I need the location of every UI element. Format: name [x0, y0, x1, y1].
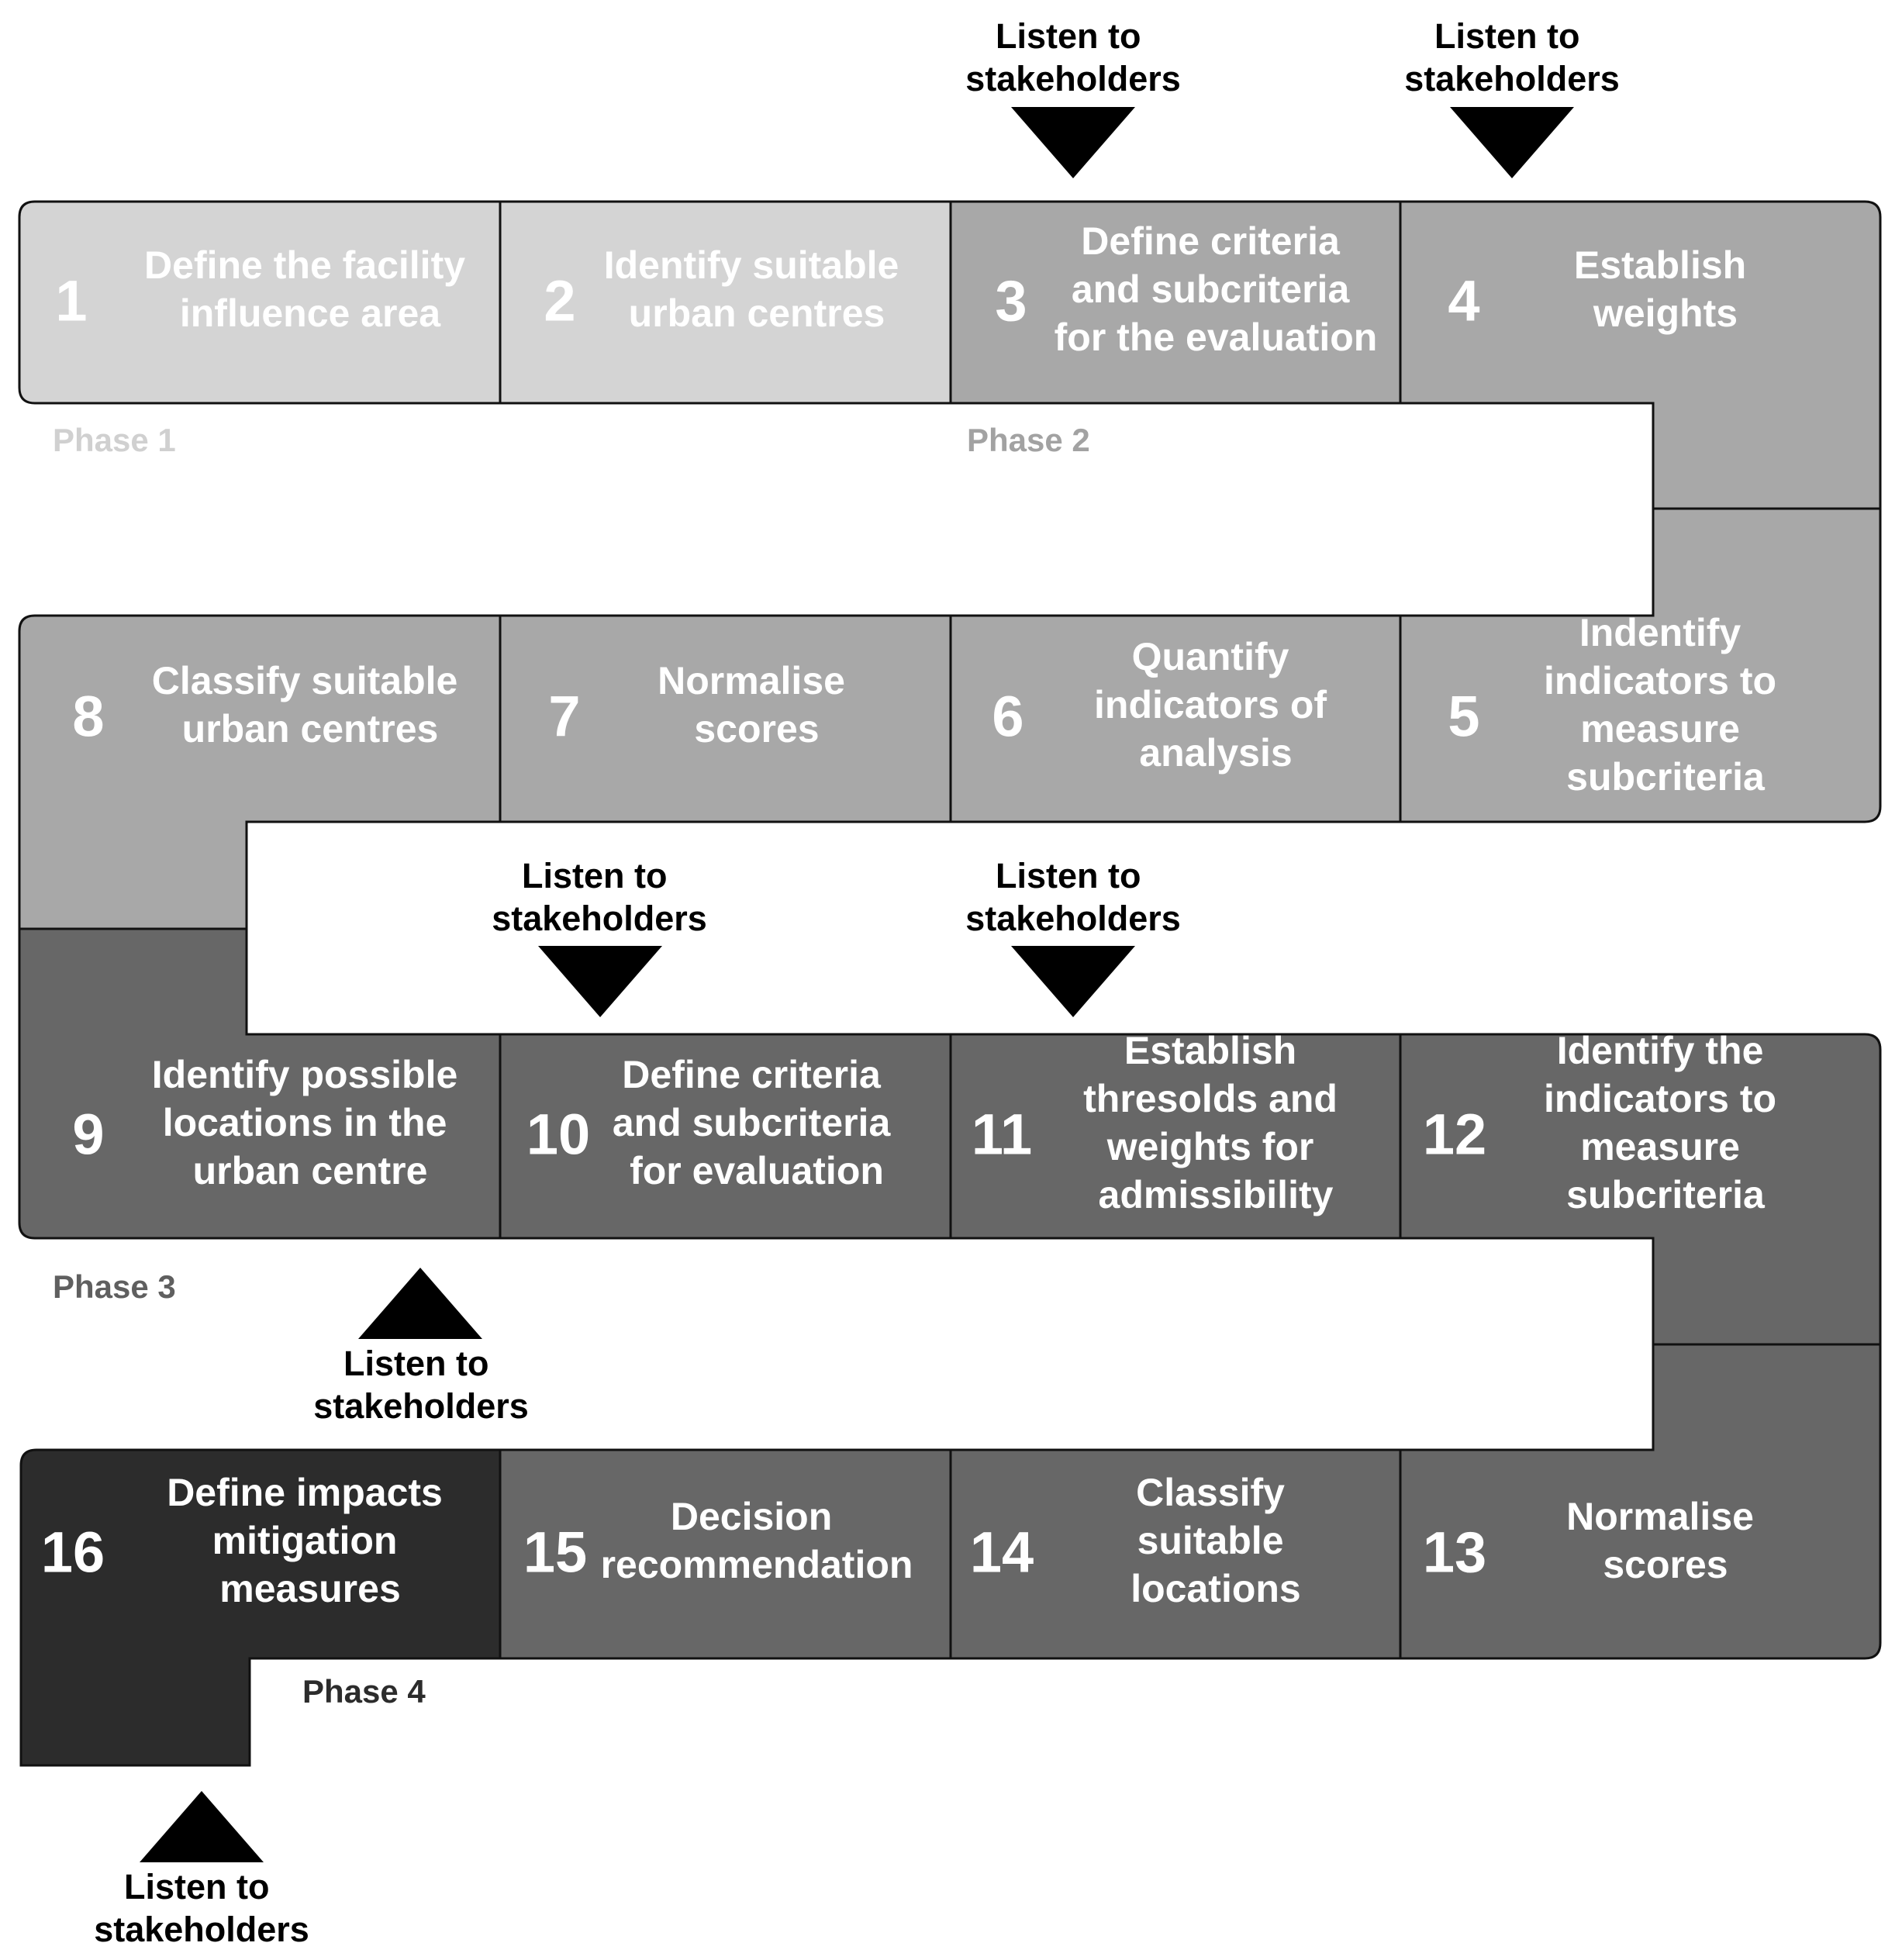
step-number: 8 — [72, 685, 104, 749]
triangle-down-icon — [1011, 946, 1135, 1017]
step-4: 4 Establish weights — [1448, 243, 1757, 335]
triangle-down-icon — [538, 946, 662, 1017]
stakeholder-callout: Listen to stakeholders — [1404, 16, 1620, 178]
stakeholder-callout: Listen to stakeholders — [965, 856, 1181, 1017]
step-label: Indentify indicators to measure subcrite… — [1544, 611, 1787, 799]
step-number: 13 — [1423, 1520, 1486, 1585]
step-3: 3 Define criteria and subcriteria for th… — [995, 219, 1377, 359]
step-5: 5 Indentify indicators to measure subcri… — [1448, 611, 1787, 799]
step-number: 6 — [992, 685, 1023, 749]
step-11: 11 Establish thresolds and weights for a… — [972, 1029, 1348, 1216]
stakeholder-callout: Listen to stakeholders — [94, 1791, 309, 1949]
stakeholder-callout-text: Listen to stakeholders — [965, 16, 1181, 98]
step-label: Quantify indicators of analysis — [1094, 635, 1338, 775]
stakeholder-callout-text: Listen to stakeholders — [1404, 16, 1620, 98]
step-9: 9 Identify possible locations in the urb… — [72, 1053, 468, 1192]
step-label: Define the facility influence area — [144, 243, 476, 335]
step-number: 10 — [526, 1102, 590, 1167]
step-label: Normalise scores — [658, 659, 856, 751]
step-number: 9 — [72, 1102, 104, 1167]
step-label: Normalise scores — [1566, 1495, 1765, 1586]
step-1: 1 Define the facility influence area — [55, 243, 476, 335]
step-number: 15 — [523, 1520, 587, 1585]
step-label: Identify the indicators to measure subcr… — [1544, 1029, 1787, 1216]
step-6: 6 Quantify indicators of analysis — [992, 635, 1338, 775]
step-label: Classify suitable urban centres — [152, 659, 469, 751]
triangle-up-icon — [358, 1268, 482, 1339]
stakeholder-callout: Listen to stakeholders — [313, 1268, 529, 1426]
step-number: 2 — [544, 269, 575, 333]
step-7: 7 Normalise scores — [548, 659, 856, 751]
step-number: 4 — [1448, 269, 1479, 333]
phase-4-band — [21, 1450, 500, 1765]
triangle-down-icon — [1450, 107, 1574, 178]
step-16: 16 Define impacts mitigation measures — [41, 1471, 454, 1610]
phase-2-label: Phase 2 — [967, 422, 1090, 458]
step-label: Define criteria and subcriteria for the … — [1055, 219, 1378, 359]
step-number: 11 — [972, 1102, 1032, 1167]
step-label: Classify suitable locations — [1130, 1471, 1300, 1610]
phase-2-band — [19, 202, 1880, 929]
stakeholder-callout-text: Listen to stakeholders — [965, 856, 1181, 938]
step-number: 14 — [970, 1520, 1034, 1585]
step-12: 12 Identify the indicators to measure su… — [1423, 1029, 1787, 1216]
step-label: Establish weights — [1574, 243, 1757, 335]
step-number: 1 — [55, 269, 87, 333]
phase-1-band — [19, 202, 951, 403]
phase-1-label: Phase 1 — [53, 422, 176, 458]
step-14: 14 Classify suitable locations — [970, 1471, 1301, 1610]
step-label: Define criteria and subcriteria for eval… — [613, 1053, 901, 1192]
step-number: 7 — [548, 685, 580, 749]
step-15: 15 Decision recommendation — [523, 1495, 913, 1586]
step-8: 8 Classify suitable urban centres — [72, 659, 469, 751]
step-10: 10 Define criteria and subcriteria for e… — [526, 1053, 901, 1192]
triangle-down-icon — [1011, 107, 1135, 178]
triangle-up-icon — [140, 1791, 264, 1862]
step-label: Establish thresolds and weights for admi… — [1083, 1029, 1348, 1216]
stakeholder-callout-text: Listen to stakeholders — [492, 856, 707, 938]
stakeholder-callout: Listen to stakeholders — [492, 856, 707, 1017]
step-label: Identify suitable urban centres — [604, 243, 910, 335]
phase-3-label: Phase 3 — [53, 1268, 176, 1305]
step-number: 3 — [995, 269, 1027, 333]
step-label: Define impacts mitigation measures — [167, 1471, 454, 1610]
step-13: 13 Normalise scores — [1423, 1495, 1765, 1586]
step-2: 2 Identify suitable urban centres — [544, 243, 910, 335]
step-number: 16 — [41, 1520, 105, 1585]
phase-3-band — [19, 929, 1880, 1658]
stakeholder-callout: Listen to stakeholders — [965, 16, 1181, 178]
step-number: 12 — [1423, 1102, 1486, 1167]
step-number: 5 — [1448, 685, 1479, 749]
phase-4-label: Phase 4 — [302, 1673, 426, 1710]
stakeholder-callout-text: Listen to stakeholders — [313, 1344, 529, 1426]
stakeholder-callout-text: Listen to stakeholders — [94, 1867, 309, 1949]
step-label: Decision recommendation — [601, 1495, 913, 1586]
step-label: Identify possible locations in the urban… — [152, 1053, 468, 1192]
flow-outline — [18, 200, 1882, 1767]
cell-dividers — [19, 202, 1880, 1658]
